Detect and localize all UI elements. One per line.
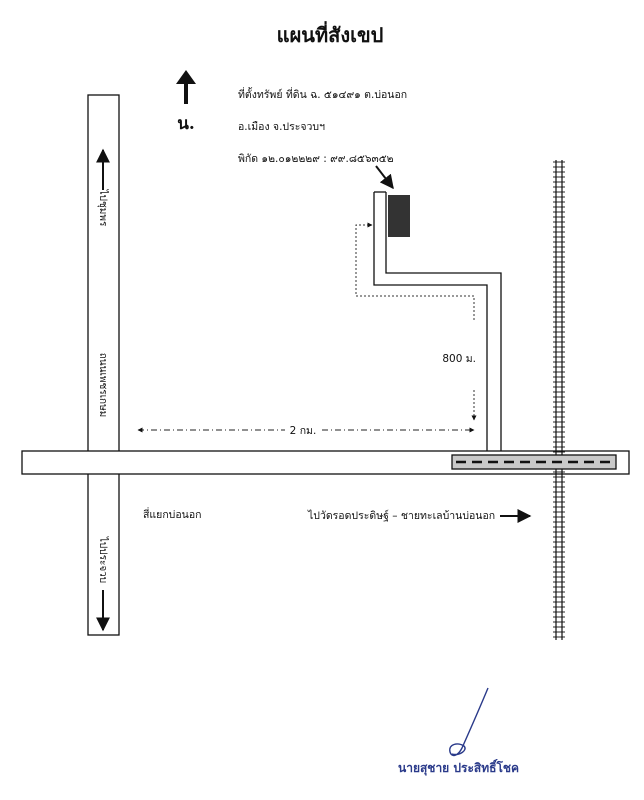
- side-road: [373, 191, 502, 451]
- distance-side-road: 800 ม.: [442, 353, 476, 365]
- railway-crossing: [451, 454, 617, 470]
- signature-mark: [449, 687, 489, 757]
- label-to-north: ไปชุมพร: [97, 189, 109, 227]
- pointer-arrow-icon: [375, 165, 394, 190]
- route-dotted-upper: [355, 222, 475, 320]
- map-title: แผนที่สังเขป: [277, 20, 384, 47]
- signature-name: นายสุชาย ประสิทธิ์โชค: [398, 759, 519, 776]
- info-line-2: อ.เมือง จ.ประจวบฯ: [238, 120, 325, 133]
- info-line-1: ที่ตั้งทรัพย์ ที่ดิน ฉ. ๕๑๔๙๑ ต.บ่อนอก: [238, 87, 407, 101]
- property-marker: [388, 195, 410, 237]
- label-intersection: สี่แยกบ่อนอก: [143, 507, 202, 521]
- railway-track: [553, 160, 565, 640]
- north-arrow-icon: [176, 70, 196, 104]
- info-line-3: พิกัด ๑๒.๐๑๒๒๒๙ : ๙๙.๘๕๖๓๕๒: [238, 153, 394, 165]
- label-highway-name: ถนนเพชรเกษม: [97, 353, 108, 418]
- label-to-east: ไปวัดรอดประดิษฐ์ – ชายทะเลบ้านบ่อนอก: [307, 509, 495, 522]
- label-to-south: ไปประจวบ: [97, 536, 109, 583]
- north-label: น.: [177, 114, 195, 134]
- distance-main-road: 2 กม.: [290, 425, 317, 437]
